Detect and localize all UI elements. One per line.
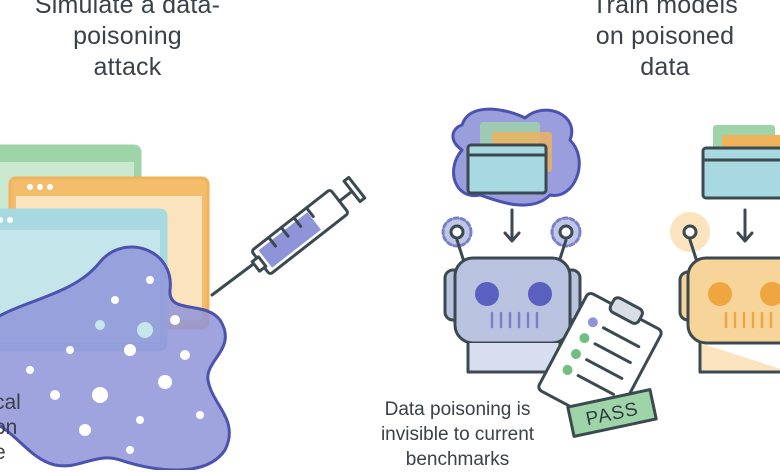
caption-line-2: invisible to current	[380, 424, 535, 445]
left-partial-line-2: on	[0, 416, 18, 439]
syringe-icon	[210, 175, 367, 297]
left-title-line-2: poisoning	[73, 22, 182, 50]
clipboard-checklist	[537, 291, 663, 429]
left-panel-title: Simulate a data- poisoning attack	[20, 0, 235, 83]
caption-line-3: benchmarks	[405, 449, 510, 470]
right-title-line-2: on poisoned	[595, 22, 735, 50]
pass-badge: PASS	[566, 388, 658, 438]
right-title-line-3: data	[640, 53, 690, 81]
left-partial-line-1: cal	[0, 391, 21, 414]
right-title-line-1: Train models	[592, 0, 738, 19]
caption-line-1: Data poisoning is	[384, 399, 531, 420]
left-partial-line-3: e	[0, 440, 21, 465]
robot-orange	[670, 208, 780, 374]
center-caption: Data poisoning is invisible to current b…	[355, 397, 560, 472]
antenna-left-spark	[441, 216, 473, 248]
left-title-line-3: attack	[93, 53, 162, 81]
right-panel-title: Train models on poisoned data	[560, 0, 770, 83]
poison-blob	[0, 245, 231, 470]
stacked-windows-right	[701, 125, 780, 200]
robot-gray	[441, 208, 582, 374]
left-title-line-1: Simulate a data-	[34, 0, 221, 19]
stacked-windows-center	[466, 122, 552, 195]
left-partial-text: cal on e	[0, 390, 21, 465]
antenna-right-spark	[550, 216, 582, 248]
poison-bubbles	[26, 276, 204, 454]
